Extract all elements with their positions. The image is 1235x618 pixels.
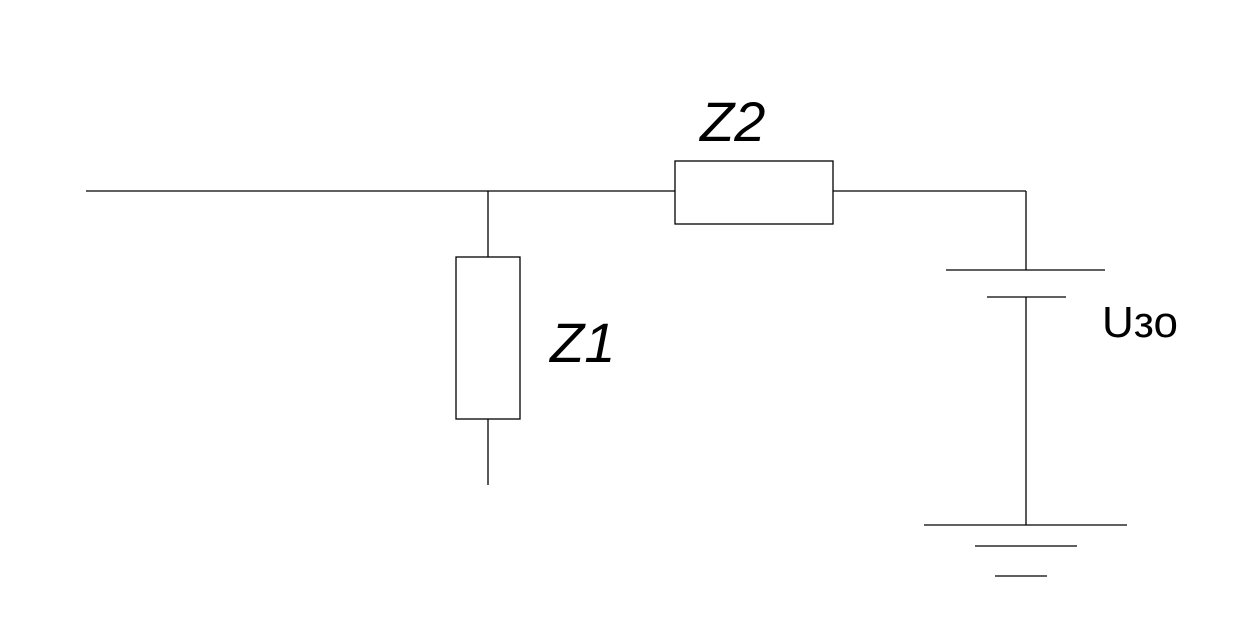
z1-resistor: [455, 256, 521, 420]
z1-label: Z1: [548, 311, 615, 374]
z2-resistor: [674, 160, 834, 225]
z2-label: Z2: [698, 90, 765, 153]
source-voltage-label: Uзо: [1102, 298, 1178, 347]
